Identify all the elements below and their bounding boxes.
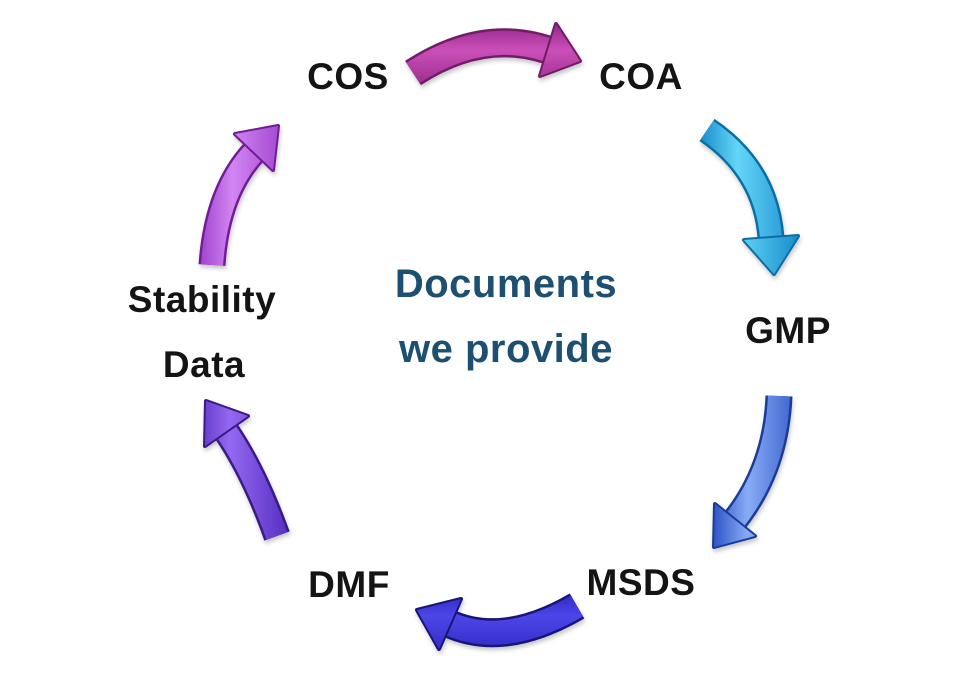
arrow-cos-to-coa	[405, 22, 582, 86]
arrow-coa-to-gmp	[699, 118, 800, 276]
arrow-msds-to-dmf	[415, 593, 585, 651]
node-label-coa: COA	[599, 56, 683, 97]
node-label-msds: MSDS	[586, 562, 696, 603]
node-label-cos: COS	[307, 56, 389, 97]
center-title-line2: we provide	[399, 327, 613, 371]
center-title-line1: Documents	[394, 262, 618, 306]
node-label-stability-line1: Stability	[127, 279, 277, 320]
node-label-dmf: DMF	[308, 564, 390, 605]
center-title: Documents we provide	[378, 252, 634, 382]
node-label-gmp: GMP	[745, 310, 831, 351]
arrow-gmp-to-msds	[712, 395, 793, 549]
arrow-stability-to-cos	[198, 124, 280, 267]
node-label-stability-line2: Data	[162, 344, 246, 385]
arrow-dmf-to-stability	[203, 399, 290, 541]
